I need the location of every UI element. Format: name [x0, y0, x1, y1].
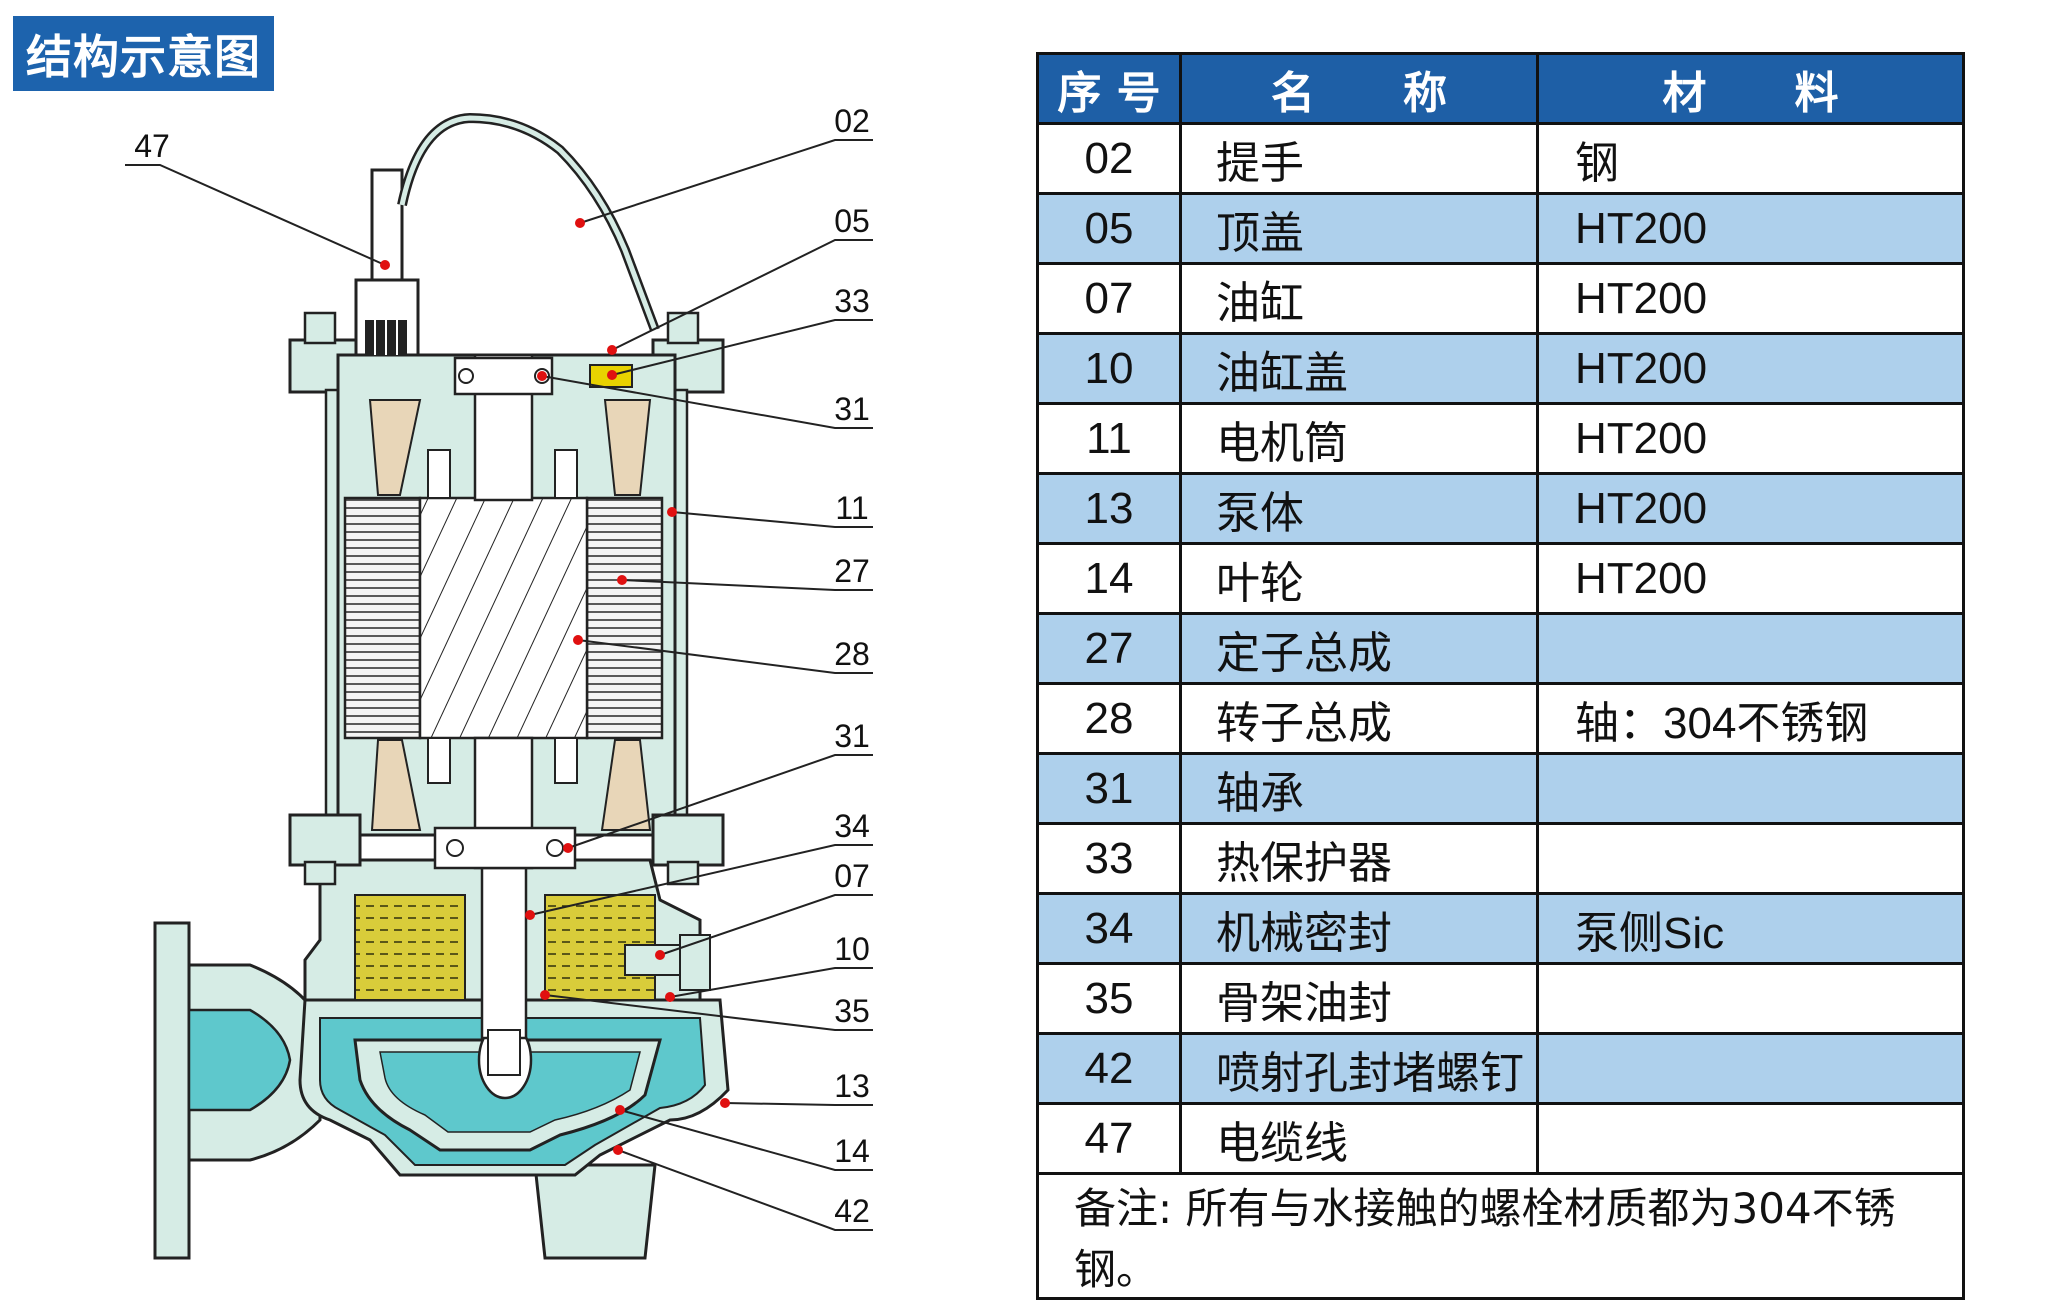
- cell-no: 05: [1036, 192, 1182, 265]
- callout-27: 27: [834, 553, 870, 589]
- callout-13: 13: [834, 1068, 870, 1104]
- callout-02: 02: [834, 103, 870, 139]
- cell-name: 油缸盖: [1179, 332, 1539, 405]
- table-row: 33 热保护器: [1036, 822, 1965, 895]
- cell-material: [1536, 612, 1965, 685]
- cell-no: 07: [1036, 262, 1182, 335]
- cell-material: HT200: [1536, 542, 1965, 615]
- cell-name: 转子总成: [1179, 682, 1539, 755]
- cell-no: 10: [1036, 332, 1182, 405]
- pump-structure-diagram: 02 05 33 31 11 27 28 31 34 07 10 35 13 1…: [125, 103, 873, 1260]
- callout-10: 10: [834, 931, 870, 967]
- callout-35: 35: [834, 993, 870, 1029]
- callout-14: 14: [834, 1133, 870, 1169]
- lower-bearing: [433, 826, 577, 870]
- oil-chamber: [302, 858, 711, 1002]
- cell-no: 11: [1036, 402, 1182, 475]
- table-row: 14 叶轮 HT200: [1036, 542, 1965, 615]
- cell-no: 28: [1036, 682, 1182, 755]
- table-row: 13 泵体 HT200: [1036, 472, 1965, 545]
- table-row: 31 轴承: [1036, 752, 1965, 825]
- callout-31-lower: 31: [834, 718, 870, 754]
- cell-material: HT200: [1536, 192, 1965, 265]
- header-name: 名 称: [1179, 52, 1539, 125]
- cell-name: 定子总成: [1179, 612, 1539, 685]
- cell-name: 电缆线: [1179, 1102, 1539, 1175]
- cell-no: 34: [1036, 892, 1182, 965]
- cell-name: 电机筒: [1179, 402, 1539, 475]
- pump-base: [533, 1163, 657, 1260]
- header-no: 序 号: [1036, 52, 1182, 125]
- cell-name: 顶盖: [1179, 192, 1539, 265]
- cell-material: HT200: [1536, 402, 1965, 475]
- cell-no: 47: [1036, 1102, 1182, 1175]
- cell-name: 喷射孔封堵螺钉: [1179, 1032, 1539, 1105]
- callout-34: 34: [834, 808, 870, 844]
- callout-31-upper: 31: [834, 391, 870, 427]
- callout-07: 07: [834, 858, 870, 894]
- cell-no: 14: [1036, 542, 1182, 615]
- cell-name: 叶轮: [1179, 542, 1539, 615]
- callout-markers: [380, 218, 730, 1155]
- table-row: 42 喷射孔封堵螺钉: [1036, 1032, 1965, 1105]
- table-row: 02 提手 钢: [1036, 122, 1965, 195]
- table-note-row: 备注: 所有与水接触的螺栓材质都为304不锈钢。: [1036, 1172, 1965, 1300]
- table-row: 35 骨架油封: [1036, 962, 1965, 1035]
- cell-name: 泵体: [1179, 472, 1539, 545]
- table-row: 34 机械密封 泵侧Sic: [1036, 892, 1965, 965]
- header-material: 材 料: [1536, 52, 1965, 125]
- rotor: [418, 496, 589, 740]
- cell-name: 轴承: [1179, 752, 1539, 825]
- cell-material: [1536, 1032, 1965, 1105]
- cell-material: [1536, 962, 1965, 1035]
- table-row: 05 顶盖 HT200: [1036, 192, 1965, 265]
- parts-table: 序 号 名 称 材 料 02 提手 钢 05 顶盖 HT200 07 油缸 HT…: [1036, 52, 1965, 1300]
- table-row: 10 油缸盖 HT200: [1036, 332, 1965, 405]
- callout-47: 47: [134, 128, 170, 164]
- handle: [397, 112, 660, 332]
- cell-material: [1536, 822, 1965, 895]
- cell-name: 提手: [1179, 122, 1539, 195]
- cell-material: HT200: [1536, 472, 1965, 545]
- cell-no: 35: [1036, 962, 1182, 1035]
- cell-material: [1536, 1102, 1965, 1175]
- outlet-pipe: [153, 921, 322, 1260]
- page-title: 结构示意图: [13, 16, 274, 91]
- callout-42: 42: [834, 1193, 870, 1229]
- cell-no: 33: [1036, 822, 1182, 895]
- table-row: 27 定子总成: [1036, 612, 1965, 685]
- table-row: 07 油缸 HT200: [1036, 262, 1965, 335]
- cell-material: [1536, 752, 1965, 825]
- cable-gland: [354, 168, 420, 357]
- cell-no: 31: [1036, 752, 1182, 825]
- callout-33: 33: [834, 283, 870, 319]
- upper-bearing: [453, 356, 554, 396]
- callout-05: 05: [834, 203, 870, 239]
- cell-material: 泵侧Sic: [1536, 892, 1965, 965]
- cell-name: 热保护器: [1179, 822, 1539, 895]
- stator-core-left: [343, 496, 422, 740]
- cell-no: 27: [1036, 612, 1182, 685]
- stator-winding: [368, 399, 652, 831]
- cell-material: 钢: [1536, 122, 1965, 195]
- leader-lines: [125, 139, 873, 1231]
- cell-no: 42: [1036, 1032, 1182, 1105]
- callout-11: 11: [835, 490, 868, 526]
- stator-core-right: [585, 496, 664, 740]
- cell-no: 02: [1036, 122, 1182, 195]
- callout-28: 28: [834, 636, 870, 672]
- cell-material: 轴：304不锈钢: [1536, 682, 1965, 755]
- cell-name: 油缸: [1179, 262, 1539, 335]
- table-row: 11 电机筒 HT200: [1036, 402, 1965, 475]
- table-note: 备注: 所有与水接触的螺栓材质都为304不锈钢。: [1036, 1172, 1965, 1300]
- table-row: 47 电缆线: [1036, 1102, 1965, 1175]
- table-header-row: 序 号 名 称 材 料: [1036, 52, 1965, 125]
- cell-name: 骨架油封: [1179, 962, 1539, 1035]
- table-row: 28 转子总成 轴：304不锈钢: [1036, 682, 1965, 755]
- cell-material: HT200: [1536, 332, 1965, 405]
- cell-material: HT200: [1536, 262, 1965, 335]
- cell-no: 13: [1036, 472, 1182, 545]
- cell-name: 机械密封: [1179, 892, 1539, 965]
